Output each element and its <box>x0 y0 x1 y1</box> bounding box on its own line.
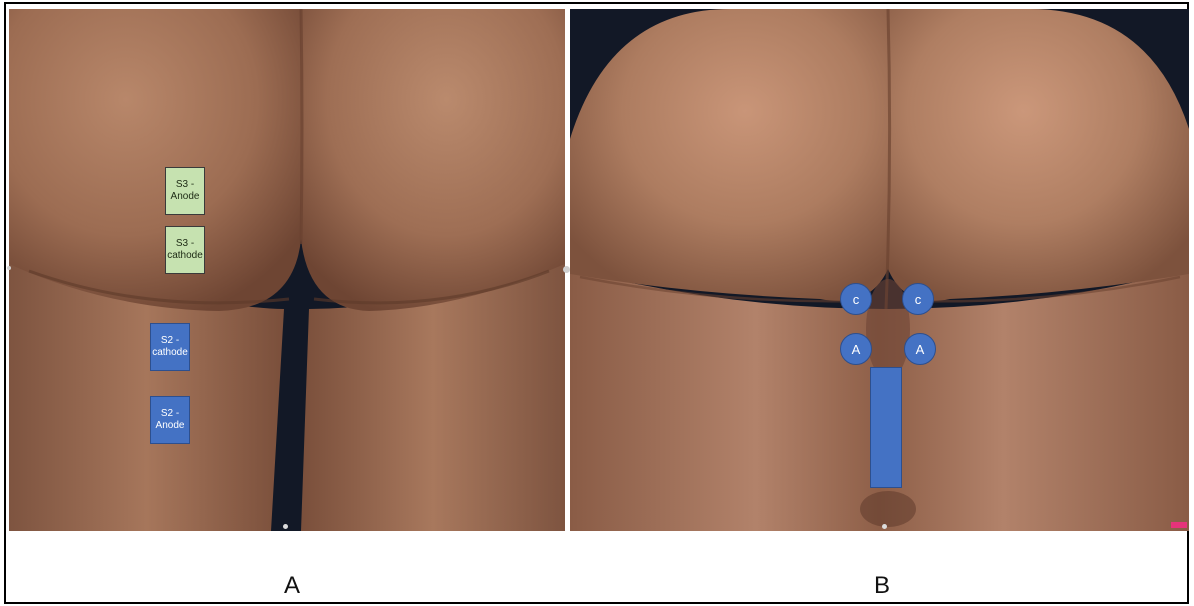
electrode-a-left-label: A <box>852 342 861 357</box>
electrode-c-left-label: c <box>853 292 860 307</box>
electrode-s3-anode-label: S3 - Anode <box>168 179 202 203</box>
electrode-s3-anode: S3 - Anode <box>165 167 205 215</box>
electrode-s2-cathode: S2 - cathode <box>150 323 190 371</box>
reference-electrode-pad <box>870 367 902 488</box>
electrode-s2-cathode-label: S2 - cathode <box>152 335 188 359</box>
electrode-c-right: c <box>902 283 934 315</box>
electrode-s3-cathode: S3 - cathode <box>165 226 205 274</box>
electrode-a-left: A <box>840 333 872 365</box>
panel-a-image: S3 - Anode S3 - cathode S2 - cathode S2 … <box>9 9 565 531</box>
electrode-a-right: A <box>904 333 936 365</box>
panel-b-bottom-marker <box>882 524 887 529</box>
divider-marker <box>563 266 570 273</box>
panel-label-a: A <box>272 572 312 600</box>
panel-b-image: c c A A <box>570 9 1189 531</box>
watermark-tag <box>1171 522 1187 528</box>
electrode-a-right-label: A <box>916 342 925 357</box>
panel-a-anatomy-render <box>9 9 565 531</box>
electrode-s2-anode: S2 - Anode <box>150 396 190 444</box>
electrode-c-right-label: c <box>915 292 922 307</box>
panel-a-bottom-marker <box>283 524 288 529</box>
electrode-s3-cathode-label: S3 - cathode <box>167 238 203 262</box>
panel-label-b: B <box>862 572 902 600</box>
electrode-s2-anode-label: S2 - Anode <box>153 408 187 432</box>
left-edge-marker <box>7 266 11 270</box>
electrode-c-left: c <box>840 283 872 315</box>
